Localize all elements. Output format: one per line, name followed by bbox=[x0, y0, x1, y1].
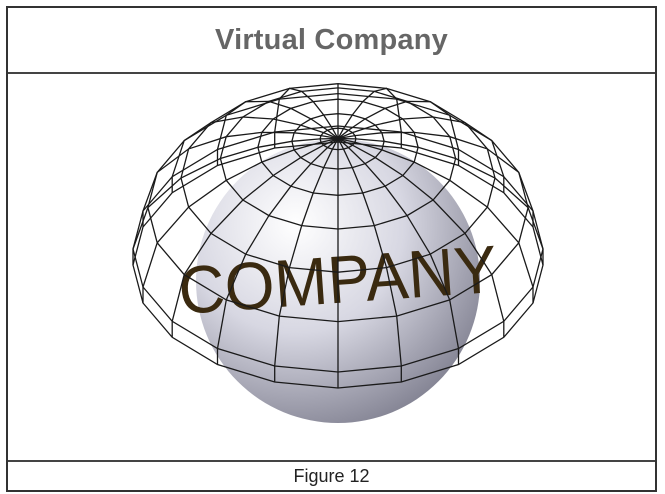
figure-area: COMPANY bbox=[8, 74, 655, 460]
dome-illustration: COMPANY bbox=[8, 74, 655, 460]
title-bar: Virtual Company bbox=[8, 8, 655, 74]
caption-bar: Figure 12 bbox=[8, 460, 655, 490]
figure-caption: Figure 12 bbox=[293, 462, 369, 487]
page-title: Virtual Company bbox=[215, 24, 448, 57]
figure-frame: Virtual Company COMPANY Figure 12 bbox=[6, 6, 657, 492]
